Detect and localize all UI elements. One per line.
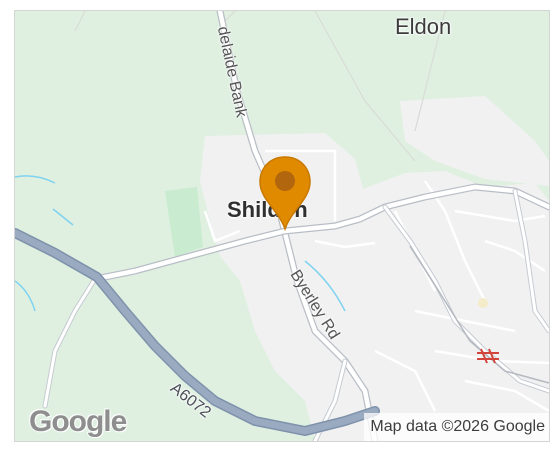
- track: [314, 11, 416, 162]
- track: [224, 11, 236, 22]
- map-container[interactable]: Eldon delaide Bank Shildon Byerley Rd A6…: [14, 10, 550, 442]
- map-pin-icon[interactable]: [257, 155, 313, 231]
- stream: [52, 208, 74, 226]
- railway-station-icon: [477, 348, 499, 364]
- stream: [304, 260, 346, 312]
- major-road-a6072: [15, 228, 380, 436]
- google-logo[interactable]: Google: [29, 405, 127, 438]
- urban-area: [400, 96, 549, 186]
- map-canvas[interactable]: [15, 11, 549, 441]
- map-pin-body: [259, 156, 311, 231]
- secondary-roads: [42, 11, 549, 441]
- urban-area: [355, 301, 549, 441]
- track: [74, 11, 86, 32]
- poi-dot: [478, 298, 488, 308]
- stream: [15, 280, 36, 312]
- place-label-eldon: Eldon: [395, 14, 452, 39]
- map-attribution: Map data ©2026 Google: [364, 413, 549, 441]
- track: [414, 11, 446, 132]
- park-area: [165, 187, 203, 257]
- map-pin-center: [275, 171, 295, 191]
- stream: [15, 175, 56, 184]
- railway-line: [409, 245, 549, 384]
